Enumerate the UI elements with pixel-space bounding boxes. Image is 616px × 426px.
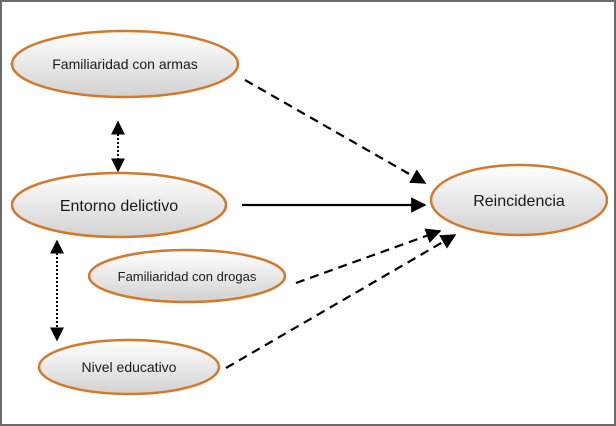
node-label: Reincidencia bbox=[473, 193, 565, 210]
node-nivel-educativo: Nivel educativo bbox=[37, 338, 221, 396]
node-label: Familiaridad con armas bbox=[52, 56, 198, 72]
edge-nivel-reincidencia bbox=[225, 234, 457, 369]
node-label: Entorno delictivo bbox=[60, 198, 178, 215]
node-entorno-delictivo: Entorno delictivo bbox=[10, 171, 228, 239]
edge-armas-reincidencia bbox=[244, 79, 427, 184]
node-label: Nivel educativo bbox=[82, 359, 177, 375]
node-reincidencia: Reincidencia bbox=[429, 163, 609, 237]
edge-drogas-reincidencia bbox=[295, 228, 442, 285]
node-label: Familiaridad con drogas bbox=[118, 269, 257, 284]
node-familiaridad-drogas: Familiaridad con drogas bbox=[87, 248, 287, 304]
node-familiaridad-armas: Familiaridad con armas bbox=[10, 29, 240, 99]
